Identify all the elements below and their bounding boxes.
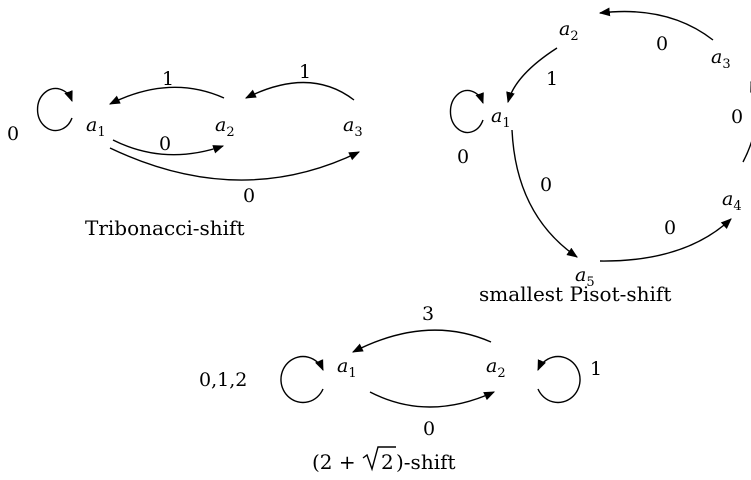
- sq-caption: (2 + 2 )-shift: [312, 446, 456, 474]
- pisot-edge-a3-a2-label: 0: [656, 33, 668, 55]
- pisot-edge-a3-a2: [598, 7, 714, 41]
- sq-loop-a1: [280, 355, 324, 404]
- pisot-edge-a4-a3: [742, 80, 751, 163]
- sq-loop-a2: [537, 355, 581, 404]
- tri-node-a3: a3: [343, 114, 363, 140]
- pisot-caption: smallest Pisot-shift: [479, 282, 671, 306]
- tri-edge-a2-a1: [109, 86, 225, 105]
- sq-edge-a2-a1-label: 3: [422, 303, 434, 325]
- pisot-edge-a2-a1: [506, 47, 558, 104]
- sq-edge-a1-a2: [369, 391, 496, 408]
- sq-caption-prefix: (2 +: [312, 450, 356, 474]
- tribonacci-diagram: 0 1 0 1 0 a1 a2 a3 Tribonacci-shift: [7, 61, 363, 240]
- pisot-node-a4: a4: [722, 188, 742, 214]
- pisot-edge-a5-a4: [599, 218, 732, 262]
- pisot-edge-a1-a5: [511, 129, 578, 258]
- tri-loop-a1: [36, 87, 73, 132]
- pisot-node-a3: a3: [711, 46, 731, 72]
- tri-node-a2: a2: [215, 114, 235, 140]
- tri-edge-a1-a3: [109, 147, 360, 181]
- sq-node-a1: a1: [337, 355, 357, 381]
- sq-loop-a2-label: 1: [590, 358, 602, 380]
- pisot-node-a1: a1: [491, 105, 511, 131]
- tri-edge-a1-a3-label: 0: [243, 185, 255, 207]
- tri-caption: Tribonacci-shift: [85, 216, 244, 240]
- tri-edge-a2-a1-label: 1: [162, 68, 174, 90]
- tri-edge-a3-a2-label: 1: [299, 61, 311, 83]
- pisot-loop-a1-label: 0: [457, 146, 469, 168]
- sq-edge-a2-a1: [352, 329, 492, 353]
- tri-edge-a1-a2: [112, 139, 225, 156]
- pisot-diagram: 0 1 0 0 0 0 a1 a2 a3 a4 a5 smallest Piso…: [449, 7, 751, 306]
- pisot-loop-a1: [449, 89, 484, 134]
- pisot-edge-a5-a4-label: 0: [664, 217, 676, 239]
- sq-edge-a1-a2-label: 0: [423, 418, 435, 440]
- sq-caption-suffix: )-shift: [396, 450, 456, 474]
- tri-edge-a1-a2-label: 0: [159, 133, 171, 155]
- pisot-edge-a4-a3-label: 0: [731, 106, 743, 128]
- pisot-node-a2: a2: [559, 18, 579, 44]
- sq-caption-sqrt-arg: 2: [381, 450, 394, 474]
- tri-node-a1: a1: [86, 114, 106, 140]
- sq-loop-a1-label: 0,1,2: [199, 369, 247, 391]
- sq-node-a2: a2: [486, 355, 506, 381]
- tri-loop-a1-label: 0: [7, 123, 19, 145]
- pisot-node-a5: a5: [575, 264, 595, 290]
- sq-caption-radical: [362, 446, 396, 472]
- tri-edge-a3-a2: [245, 81, 355, 101]
- pisot-edge-a1-a5-label: 0: [540, 174, 552, 196]
- sqrt2-diagram: 0,1,2 3 0 1 a1 a2 (2 + 2 )-shift: [199, 303, 602, 474]
- pisot-edge-a2-a1-label: 1: [546, 68, 558, 90]
